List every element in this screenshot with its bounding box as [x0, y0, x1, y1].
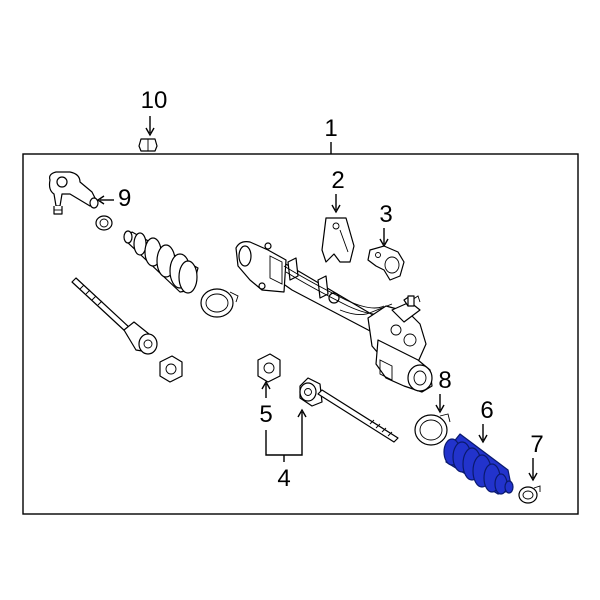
callout-5[interactable]: 5 — [259, 380, 273, 428]
callout-9-number: 9 — [118, 185, 131, 212]
clamp-part-7[interactable] — [518, 485, 541, 504]
callout-8-number: 8 — [438, 367, 451, 394]
callout-10[interactable]: 10 — [141, 87, 168, 137]
callout-9[interactable]: 9 — [96, 185, 131, 212]
callout-1-number: 1 — [324, 115, 337, 142]
callout-1[interactable]: 1 — [324, 115, 338, 154]
callout-2[interactable]: 2 — [331, 167, 345, 214]
callout-8[interactable]: 8 — [435, 367, 452, 414]
callout-10-number: 10 — [141, 87, 168, 114]
callout-7-number: 7 — [530, 431, 543, 458]
callout-3[interactable]: 3 — [379, 201, 393, 248]
bellows-boot-left[interactable] — [123, 230, 199, 294]
callout-4-number: 4 — [277, 465, 290, 492]
lock-nut-left[interactable] — [159, 355, 183, 383]
clamp-ring-part-8[interactable] — [414, 413, 451, 446]
clamp-ring-left[interactable] — [200, 288, 239, 318]
callout-4[interactable]: 4 — [265, 408, 307, 492]
callout-5-number: 5 — [259, 401, 272, 428]
steering-rack-part-1[interactable] — [235, 241, 433, 393]
callout-7[interactable]: 7 — [528, 431, 544, 482]
callout-2-number: 2 — [331, 167, 344, 194]
bellows-boot-part-6[interactable] — [443, 433, 514, 495]
inner-tie-rod-part-4[interactable] — [299, 377, 399, 443]
callout-3-number: 3 — [379, 201, 392, 228]
clamp-small[interactable] — [95, 215, 113, 231]
bracket-part-3[interactable] — [367, 245, 405, 281]
bracket-part-2[interactable] — [321, 217, 355, 263]
inner-tie-rod-left[interactable] — [71, 277, 158, 355]
lock-nut-part-5[interactable] — [257, 353, 281, 383]
tie-rod-end-part-9[interactable] — [48, 171, 99, 215]
nut-part-10[interactable] — [138, 138, 158, 152]
diagram-frame — [22, 153, 579, 515]
callout-6[interactable]: 6 — [478, 397, 494, 444]
callout-6-number: 6 — [480, 397, 493, 424]
